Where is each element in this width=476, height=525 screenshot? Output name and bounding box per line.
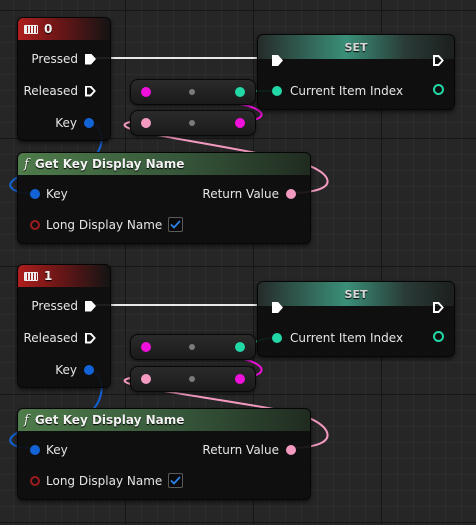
exec-input-icon[interactable] — [272, 302, 283, 313]
set-exec-in[interactable] — [272, 55, 283, 66]
set-title: SET — [344, 287, 368, 301]
text-input-icon[interactable] — [141, 118, 151, 128]
exec-output-icon[interactable] — [85, 300, 96, 312]
key-input-pin[interactable]: Key — [30, 443, 68, 457]
set-header: SET — [258, 35, 454, 59]
released-label: Released — [23, 331, 78, 345]
exec-output-hollow-icon[interactable] — [433, 302, 444, 313]
pressed-pin[interactable]: Pressed — [31, 52, 96, 66]
return-value-pin[interactable]: Return Value — [202, 443, 296, 457]
key-event-node[interactable]: 1 Pressed Released Key — [17, 264, 111, 388]
key-label: Key — [55, 363, 77, 377]
string-input-icon[interactable] — [141, 342, 151, 352]
set-node[interactable]: SET Current Item Index — [257, 34, 455, 110]
string-input-icon[interactable] — [141, 87, 151, 97]
long-display-name-checkbox[interactable] — [168, 473, 184, 488]
long-display-name-pin[interactable]: Long Display Name — [30, 217, 184, 232]
keyboard-icon — [24, 24, 38, 34]
current-item-index-label: Current Item Index — [290, 84, 404, 98]
current-item-index-pin[interactable]: Current Item Index — [272, 84, 403, 98]
released-pin[interactable]: Released — [23, 84, 96, 98]
long-display-name-label: Long Display Name — [46, 473, 163, 488]
get-key-display-name-node[interactable]: f Get Key Display Name Key Return Value … — [17, 408, 311, 500]
conversion-node[interactable] — [130, 110, 256, 136]
function-icon: f — [24, 156, 29, 172]
set-title: SET — [344, 40, 368, 54]
event-header: 0 — [18, 18, 110, 40]
conversion-node[interactable] — [130, 79, 256, 105]
exec-output-icon[interactable] — [85, 53, 96, 65]
string-output-icon[interactable] — [235, 118, 245, 128]
checkmark-icon — [170, 476, 181, 485]
integer-output-icon[interactable] — [433, 331, 444, 342]
bool-input-icon[interactable] — [30, 475, 40, 486]
function-title: Get Key Display Name — [34, 413, 185, 427]
text-output-icon[interactable] — [286, 189, 296, 199]
node-center-dot — [189, 344, 195, 350]
set-value-out[interactable] — [433, 331, 444, 342]
key-event-node[interactable]: 0 Pressed Released Key — [17, 17, 111, 141]
key-input-icon[interactable] — [30, 189, 40, 199]
long-display-name-label: Long Display Name — [46, 217, 163, 232]
exec-output-hollow-icon[interactable] — [85, 86, 96, 97]
key-input-icon[interactable] — [30, 445, 40, 455]
function-header: f Get Key Display Name — [18, 153, 310, 175]
bool-input-icon[interactable] — [30, 219, 40, 230]
set-exec-out[interactable] — [433, 55, 444, 66]
integer-output-icon[interactable] — [235, 342, 245, 352]
key-input-label: Key — [46, 187, 68, 201]
function-title: Get Key Display Name — [34, 157, 185, 171]
node-center-dot — [189, 120, 195, 126]
long-display-name-checkbox[interactable] — [168, 217, 184, 232]
set-exec-out[interactable] — [433, 302, 444, 313]
key-input-label: Key — [46, 443, 68, 457]
node-center-dot — [189, 89, 195, 95]
key-pin[interactable]: Key — [55, 116, 94, 130]
conversion-node[interactable] — [130, 334, 256, 360]
long-display-name-pin[interactable]: Long Display Name — [30, 473, 184, 488]
text-output-icon[interactable] — [286, 445, 296, 455]
function-header: f Get Key Display Name — [18, 409, 310, 431]
current-item-index-label: Current Item Index — [290, 331, 404, 345]
integer-output-icon[interactable] — [433, 84, 444, 95]
conversion-node[interactable] — [130, 366, 256, 392]
integer-output-icon[interactable] — [235, 87, 245, 97]
integer-input-icon[interactable] — [272, 86, 282, 96]
function-icon: f — [24, 412, 29, 428]
string-output-icon[interactable] — [235, 374, 245, 384]
set-value-out[interactable] — [433, 84, 444, 95]
return-value-label: Return Value — [202, 443, 279, 457]
key-pin[interactable]: Key — [55, 363, 94, 377]
event-title: 1 — [44, 269, 53, 283]
return-value-label: Return Value — [202, 187, 279, 201]
return-value-pin[interactable]: Return Value — [202, 187, 296, 201]
exec-input-icon[interactable] — [272, 55, 283, 66]
key-output-icon[interactable] — [84, 365, 94, 375]
checkmark-icon — [170, 220, 181, 229]
key-input-pin[interactable]: Key — [30, 187, 68, 201]
set-exec-in[interactable] — [272, 302, 283, 313]
key-label: Key — [55, 116, 77, 130]
key-output-icon[interactable] — [84, 118, 94, 128]
node-center-dot — [189, 376, 195, 382]
event-header: 1 — [18, 265, 110, 287]
keyboard-icon — [24, 271, 38, 281]
pressed-label: Pressed — [31, 52, 78, 66]
pressed-pin[interactable]: Pressed — [31, 299, 96, 313]
set-header: SET — [258, 282, 454, 306]
text-input-icon[interactable] — [141, 374, 151, 384]
event-title: 0 — [44, 22, 53, 36]
current-item-index-pin[interactable]: Current Item Index — [272, 331, 403, 345]
set-node[interactable]: SET Current Item Index — [257, 281, 455, 357]
exec-output-hollow-icon[interactable] — [433, 55, 444, 66]
exec-output-hollow-icon[interactable] — [85, 333, 96, 344]
get-key-display-name-node[interactable]: f Get Key Display Name Key Return Value … — [17, 152, 311, 244]
integer-input-icon[interactable] — [272, 333, 282, 343]
pressed-label: Pressed — [31, 299, 78, 313]
released-label: Released — [23, 84, 78, 98]
released-pin[interactable]: Released — [23, 331, 96, 345]
